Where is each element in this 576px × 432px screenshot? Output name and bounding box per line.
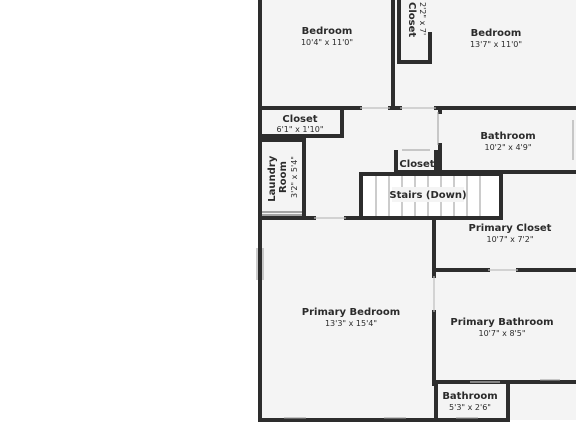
room-primary-closet: Primary Closet 10'7" x 7'2" (469, 223, 552, 244)
room-bedroom-1: Bedroom 10'4" x 11'0" (301, 26, 353, 47)
room-stairs: Stairs (Down) (389, 187, 467, 202)
room-closet-hall: Closet 6'1" x 1'10" (276, 114, 323, 134)
room-dims: 10'2" x 4'9" (484, 143, 531, 152)
room-name: Closet (282, 114, 317, 125)
room-name-line-2: Room (278, 161, 289, 193)
laundry-hatch (262, 211, 302, 216)
room-dims: 13'3" x 15'4" (325, 319, 377, 328)
room-dims: 6'1" x 1'10" (276, 125, 323, 134)
room-closet-small: Closet (399, 159, 434, 170)
room-name-line-1: Laundry (267, 155, 278, 201)
room-bathroom-1: Bathroom 10'2" x 4'9" (480, 131, 535, 152)
room-dims: 13'7" x 11'0" (470, 40, 522, 49)
room-name: Stairs (Down) (389, 190, 466, 201)
room-name: Primary Bedroom (302, 307, 400, 318)
door-openings (314, 107, 518, 383)
room-name: Primary Closet (469, 223, 552, 234)
room-name: Bathroom (480, 131, 535, 142)
room-name: Bedroom (471, 28, 522, 39)
windows (256, 112, 574, 419)
room-dims: 10'7" x 8'5" (478, 329, 525, 338)
room-laundry: Laundry Room 3'2" x 5'4" (267, 152, 299, 201)
room-dims: 2'2" x 7' (418, 2, 427, 35)
room-dims: 10'4" x 11'0" (301, 38, 353, 47)
room-name: Closet (406, 2, 417, 37)
room-primary-bathroom: Primary Bathroom 10'7" x 8'5" (450, 317, 553, 338)
room-closet-vertical: Closet 2'2" x 7' (406, 2, 427, 37)
room-bedroom-2: Bedroom 13'7" x 11'0" (470, 28, 522, 49)
walls (258, 0, 576, 422)
room-dims: 10'7" x 7'2" (486, 235, 533, 244)
room-name: Closet (399, 159, 434, 170)
room-bathroom-2: Bathroom 5'3" x 2'6" (442, 391, 497, 412)
room-name: Laundry Room (267, 152, 289, 201)
room-name: Bedroom (302, 26, 353, 37)
room-dims: 3'2" x 5'4" (290, 156, 299, 198)
room-dims: 5'3" x 2'6" (449, 403, 491, 412)
room-name: Primary Bathroom (450, 317, 553, 328)
room-primary-bedroom: Primary Bedroom 13'3" x 15'4" (302, 307, 400, 328)
room-name: Bathroom (442, 391, 497, 402)
